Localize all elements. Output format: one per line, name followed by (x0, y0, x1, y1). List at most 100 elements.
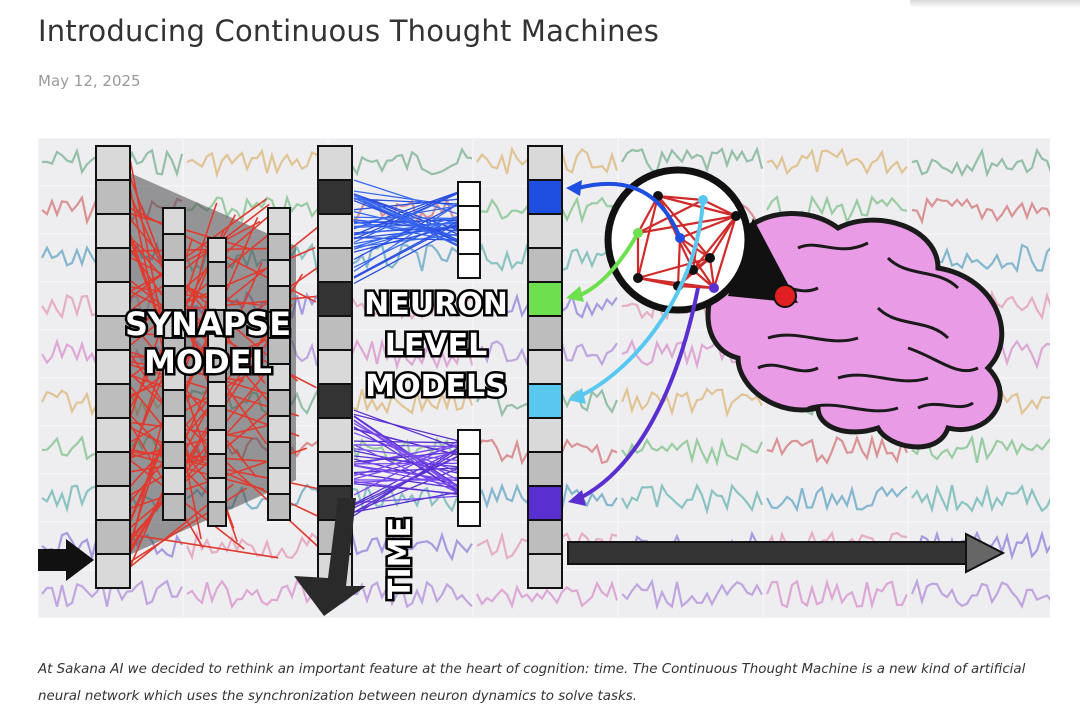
bg-wave (331, 197, 472, 226)
neuron-level-links (353, 179, 459, 517)
time-label: TIME (383, 517, 418, 599)
post-activation-cell (527, 383, 563, 419)
brain-fold (886, 256, 960, 290)
synapse-cell (267, 207, 291, 235)
nlm-box (457, 477, 481, 503)
bg-wave (186, 194, 328, 224)
nlm-link (353, 491, 459, 513)
nlm-box (457, 453, 481, 479)
latent-cell (317, 281, 353, 317)
synapse-columns (95, 145, 291, 589)
time-arrow-icon (294, 498, 366, 616)
network-edge (676, 237, 682, 287)
nlm-link (353, 450, 459, 480)
synapse-cell (162, 207, 186, 235)
brain-fold (907, 346, 979, 373)
synapse-cell (267, 389, 291, 417)
nlm-link (353, 233, 459, 248)
synapse-cell (95, 451, 131, 487)
synapse-link (129, 351, 273, 397)
nlm-box (457, 181, 481, 207)
bg-wave (331, 531, 473, 562)
post-activation-cell (527, 179, 563, 215)
post-activation-cell (527, 145, 563, 181)
network-edge (677, 284, 715, 290)
synapse-cell (162, 441, 186, 469)
nlm-link (353, 220, 459, 278)
input-arrow-icon (38, 539, 94, 581)
network-edge (702, 199, 737, 217)
nlm-link (353, 451, 459, 463)
page-title: Introducing Continuous Thought Machines (38, 14, 660, 48)
synapse-cell (267, 415, 291, 443)
bg-tile (764, 571, 907, 617)
bg-wave (911, 434, 1050, 464)
bg-tile (909, 139, 1050, 185)
synapse-cell (162, 259, 186, 287)
sync-arrowhead (568, 490, 586, 506)
nlm-link (353, 420, 459, 488)
synchronization-arrows (566, 180, 705, 506)
bg-wave (331, 290, 473, 321)
nlm-link (353, 195, 459, 247)
synapse-cell (95, 417, 131, 453)
neuron-label-line3: MODELS (365, 369, 506, 404)
brain-fold (917, 401, 974, 410)
bg-wave (765, 578, 908, 610)
synapse-cell (207, 477, 227, 503)
synapse-link (129, 487, 248, 563)
synapse-cell (95, 145, 131, 181)
synapse-cell (95, 519, 131, 555)
nlm-link (353, 451, 459, 513)
synapse-cell (207, 405, 227, 431)
latent-cell (317, 247, 353, 283)
synapse-link (129, 238, 275, 409)
nlm-link (353, 221, 459, 236)
synapse-cell (207, 237, 227, 263)
nlm-box (457, 253, 481, 279)
synapse-link (129, 395, 263, 539)
bg-wave (766, 485, 908, 513)
nlm-link (353, 455, 459, 506)
post-activation-cell (527, 417, 563, 453)
neuron-level-boxes (457, 181, 481, 527)
post-activation-cell (527, 213, 563, 249)
bg-wave (330, 337, 474, 371)
network-edge (637, 214, 737, 235)
post-activation-cell (527, 247, 563, 283)
bg-wave (910, 577, 1050, 609)
window-corner-shadow (910, 0, 1080, 8)
synapse-cell (207, 453, 227, 479)
post-activation-cell (527, 553, 563, 589)
bg-wave (331, 482, 473, 513)
latent-cell (317, 349, 353, 385)
sync-arrowhead (566, 180, 582, 196)
synapse-cell (95, 315, 131, 351)
network-edge (708, 257, 716, 289)
synapse-link (129, 453, 265, 491)
sync-arrow (577, 232, 640, 298)
figure-caption: At Sakana AI we decided to rethink an im… (38, 662, 1026, 705)
post-activation-cell (527, 349, 563, 385)
nlm-link (353, 483, 459, 495)
ctm-diagram: SYNAPSE MODEL NEURON LEVEL MODELS TIME (38, 139, 1050, 617)
synapse-link (129, 203, 270, 312)
synapse-cell (95, 553, 131, 589)
synapse-label-line2: MODEL (144, 343, 272, 381)
bg-tile (184, 139, 327, 185)
synapse-cell (267, 467, 291, 495)
network-edge (712, 215, 738, 289)
network-node (705, 253, 715, 263)
post-date: May 12, 2025 (38, 72, 141, 90)
synapse-cell (207, 501, 227, 527)
bg-wave (621, 145, 764, 174)
post-activation-cell (527, 485, 563, 521)
bg-wave (330, 147, 473, 177)
bg-tile (619, 475, 762, 521)
latent-cell (317, 451, 353, 487)
synapse-link (129, 533, 279, 559)
nlm-box (457, 429, 481, 455)
nlm-link (353, 440, 459, 444)
synapse-link (129, 212, 250, 250)
bg-wave (331, 580, 473, 609)
